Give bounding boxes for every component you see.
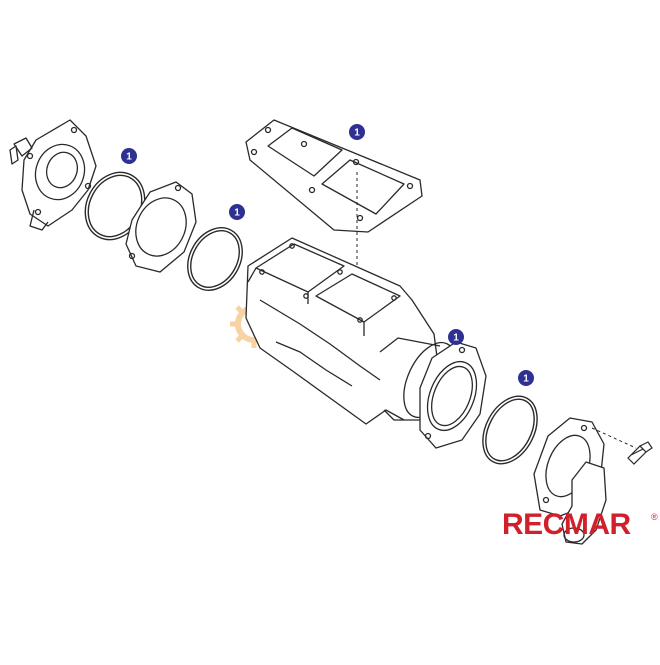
svg-text:1: 1	[453, 333, 459, 344]
part-oring-right	[482, 395, 538, 465]
svg-text:1: 1	[126, 152, 132, 163]
part-top-gasket	[245, 119, 423, 233]
svg-text:1: 1	[234, 208, 240, 219]
part-bolt	[627, 441, 653, 465]
recmar-logo: RECMAR	[502, 508, 631, 541]
callout-oring-left: 1	[121, 148, 137, 164]
svg-text:1: 1	[523, 374, 529, 385]
callout-oring-right: 1	[518, 370, 534, 386]
part-flange-right	[419, 341, 487, 449]
part-flange-gasket-left	[125, 181, 197, 273]
callout-oring-middle: 1	[229, 204, 245, 220]
callout-gasket-flange: 1	[448, 329, 464, 345]
part-oring-middle	[187, 227, 243, 291]
part-end-cover-right	[533, 417, 607, 545]
callout-gasket-top: 1	[349, 124, 365, 140]
svg-text:1: 1	[354, 128, 360, 139]
registered-mark: ®	[651, 512, 658, 522]
part-housing-cover-left	[9, 119, 97, 231]
assembly-line-bolt	[591, 427, 637, 449]
part-cooler-body	[245, 237, 457, 425]
